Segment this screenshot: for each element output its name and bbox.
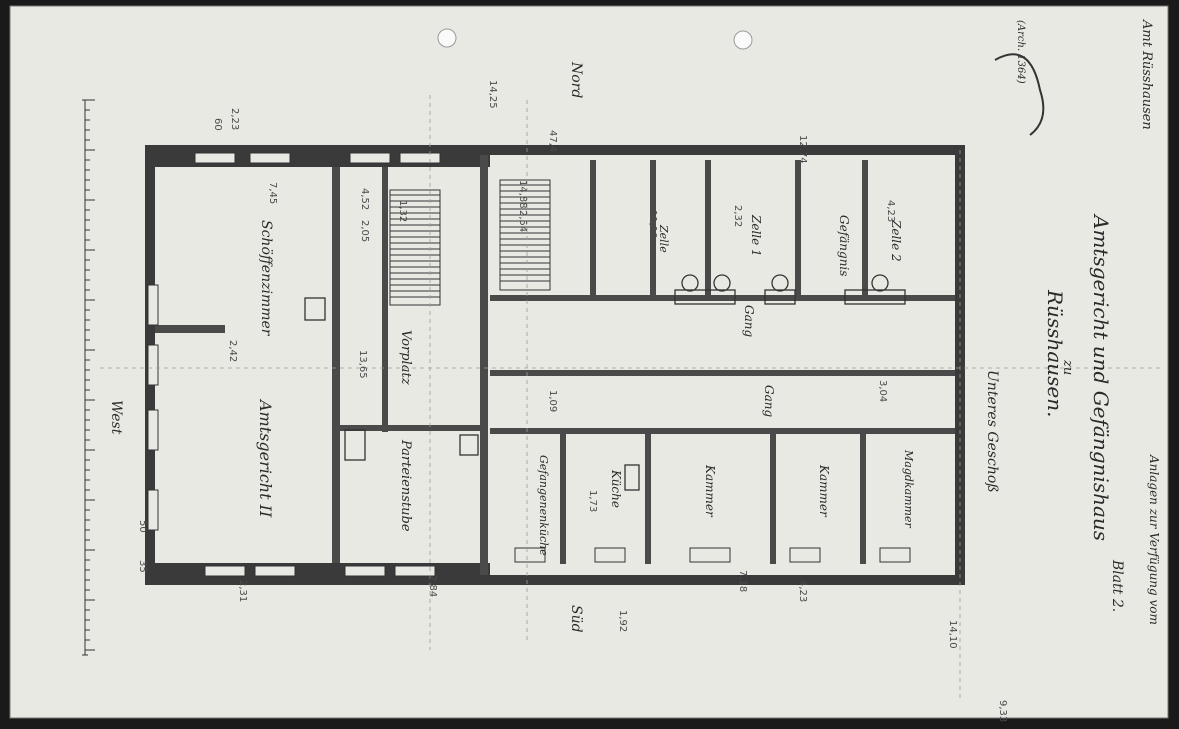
cell-fixtures <box>304 274 906 491</box>
dimension-label: 3,04 <box>877 380 888 402</box>
staircase <box>389 179 551 306</box>
dimension-label: 1,09 <box>547 390 558 412</box>
dimension-label: 1,92 <box>617 610 628 632</box>
room-label-gang1: Gang <box>742 305 756 337</box>
room-label-gang2: Gang <box>762 385 776 417</box>
dimension-label: 14,10 <box>947 620 958 649</box>
dimension-label: 14,25 <box>487 80 498 109</box>
dimension-label: 4,23 <box>797 580 808 602</box>
room-label-kammer1: Kammer <box>703 464 717 518</box>
paper <box>10 6 1168 718</box>
dimension-label: 2,54 <box>517 210 528 232</box>
dimension-label: 1,32 <box>397 200 408 222</box>
windows <box>147 152 911 577</box>
dimension-label: 2,32 <box>732 205 743 227</box>
inner-walls <box>155 155 955 575</box>
title-line1: Amtsgericht und Gefängnishaus <box>1089 213 1113 541</box>
archive-stamp: (Arch. 1364) <box>1015 20 1026 84</box>
dimension-label: 1,73 <box>587 490 598 512</box>
dimension-label: 12,74 <box>797 135 808 164</box>
room-label-gefangenenkueche: Gefangenenküche <box>537 455 550 556</box>
room-label-gefaengnis: Gefängnis <box>837 215 851 276</box>
scale-ticks <box>85 99 95 651</box>
title-subtitle: Unteres Geschoß <box>984 370 1000 493</box>
room-label-zelle3: Zelle 2 <box>889 219 903 262</box>
punch-hole <box>437 28 457 48</box>
room-label-zelle2: Zelle 1 <box>749 214 763 257</box>
dimension-label: 13,65 <box>357 350 368 379</box>
dimension-label: 50 <box>137 520 148 533</box>
room-label-amtsgericht: Amtsgericht II <box>256 398 275 518</box>
punch-hole <box>733 30 753 50</box>
dimension-label: 35 <box>137 560 148 573</box>
room-label-parteien: Parteienstube <box>398 439 413 532</box>
room-label-zelle1: Zelle <box>657 224 670 253</box>
title-block: Amtsgericht und Gefängnishaus zu Rüsshau… <box>984 213 1113 541</box>
dimension-label: 2,84 <box>427 575 438 597</box>
room-label-vorplatz: Vorplatz <box>398 330 413 385</box>
west-label: West <box>108 400 124 435</box>
dimension-label: 2,31 <box>237 580 248 602</box>
dimension-label: 2,05 <box>359 220 370 242</box>
dimension-label: 2,42 <box>227 340 238 362</box>
margin-top-note: Amt Rüsshausen <box>1139 19 1154 130</box>
north-label: Nord <box>568 61 584 98</box>
dimension-label: 47,4 <box>547 130 558 152</box>
signature-mark <box>994 53 1045 136</box>
sheet-number: Blatt 2. <box>1109 559 1125 612</box>
dimension-label: 7,18 <box>737 570 748 592</box>
dimension-label: 2,23 <box>229 108 240 130</box>
dimension-label: 4,52 <box>359 188 370 210</box>
dimension-label: 11,10 <box>647 210 658 239</box>
dimension-annotations: 60 2,23 14,25 47,4 7,45 4,52 1,32 2,05 2,5414,88… <box>137 80 1008 722</box>
dimension-label: 9,33 <box>997 700 1008 722</box>
title-line3: Rüsshausen. <box>1043 289 1067 418</box>
dimension-label: 60 <box>212 118 223 131</box>
room-label-kammer2: Kammer <box>817 464 831 518</box>
construction-lines <box>100 95 1160 700</box>
room-label-magdkammer: Magdkammer <box>902 449 915 528</box>
dimension-label: 14,88 <box>517 180 528 209</box>
title-line2: zu <box>1060 359 1075 375</box>
margin-right-note: Anlagen zur Verfügung vom <box>1147 454 1161 625</box>
dimension-label: 7,45 <box>267 182 278 204</box>
south-label: Süd <box>568 605 584 633</box>
room-label-kueche: Küche <box>609 469 623 508</box>
dimension-label: 4,23 <box>885 200 896 222</box>
room-label-schoeffen: Schöffenzimmer <box>258 220 274 337</box>
